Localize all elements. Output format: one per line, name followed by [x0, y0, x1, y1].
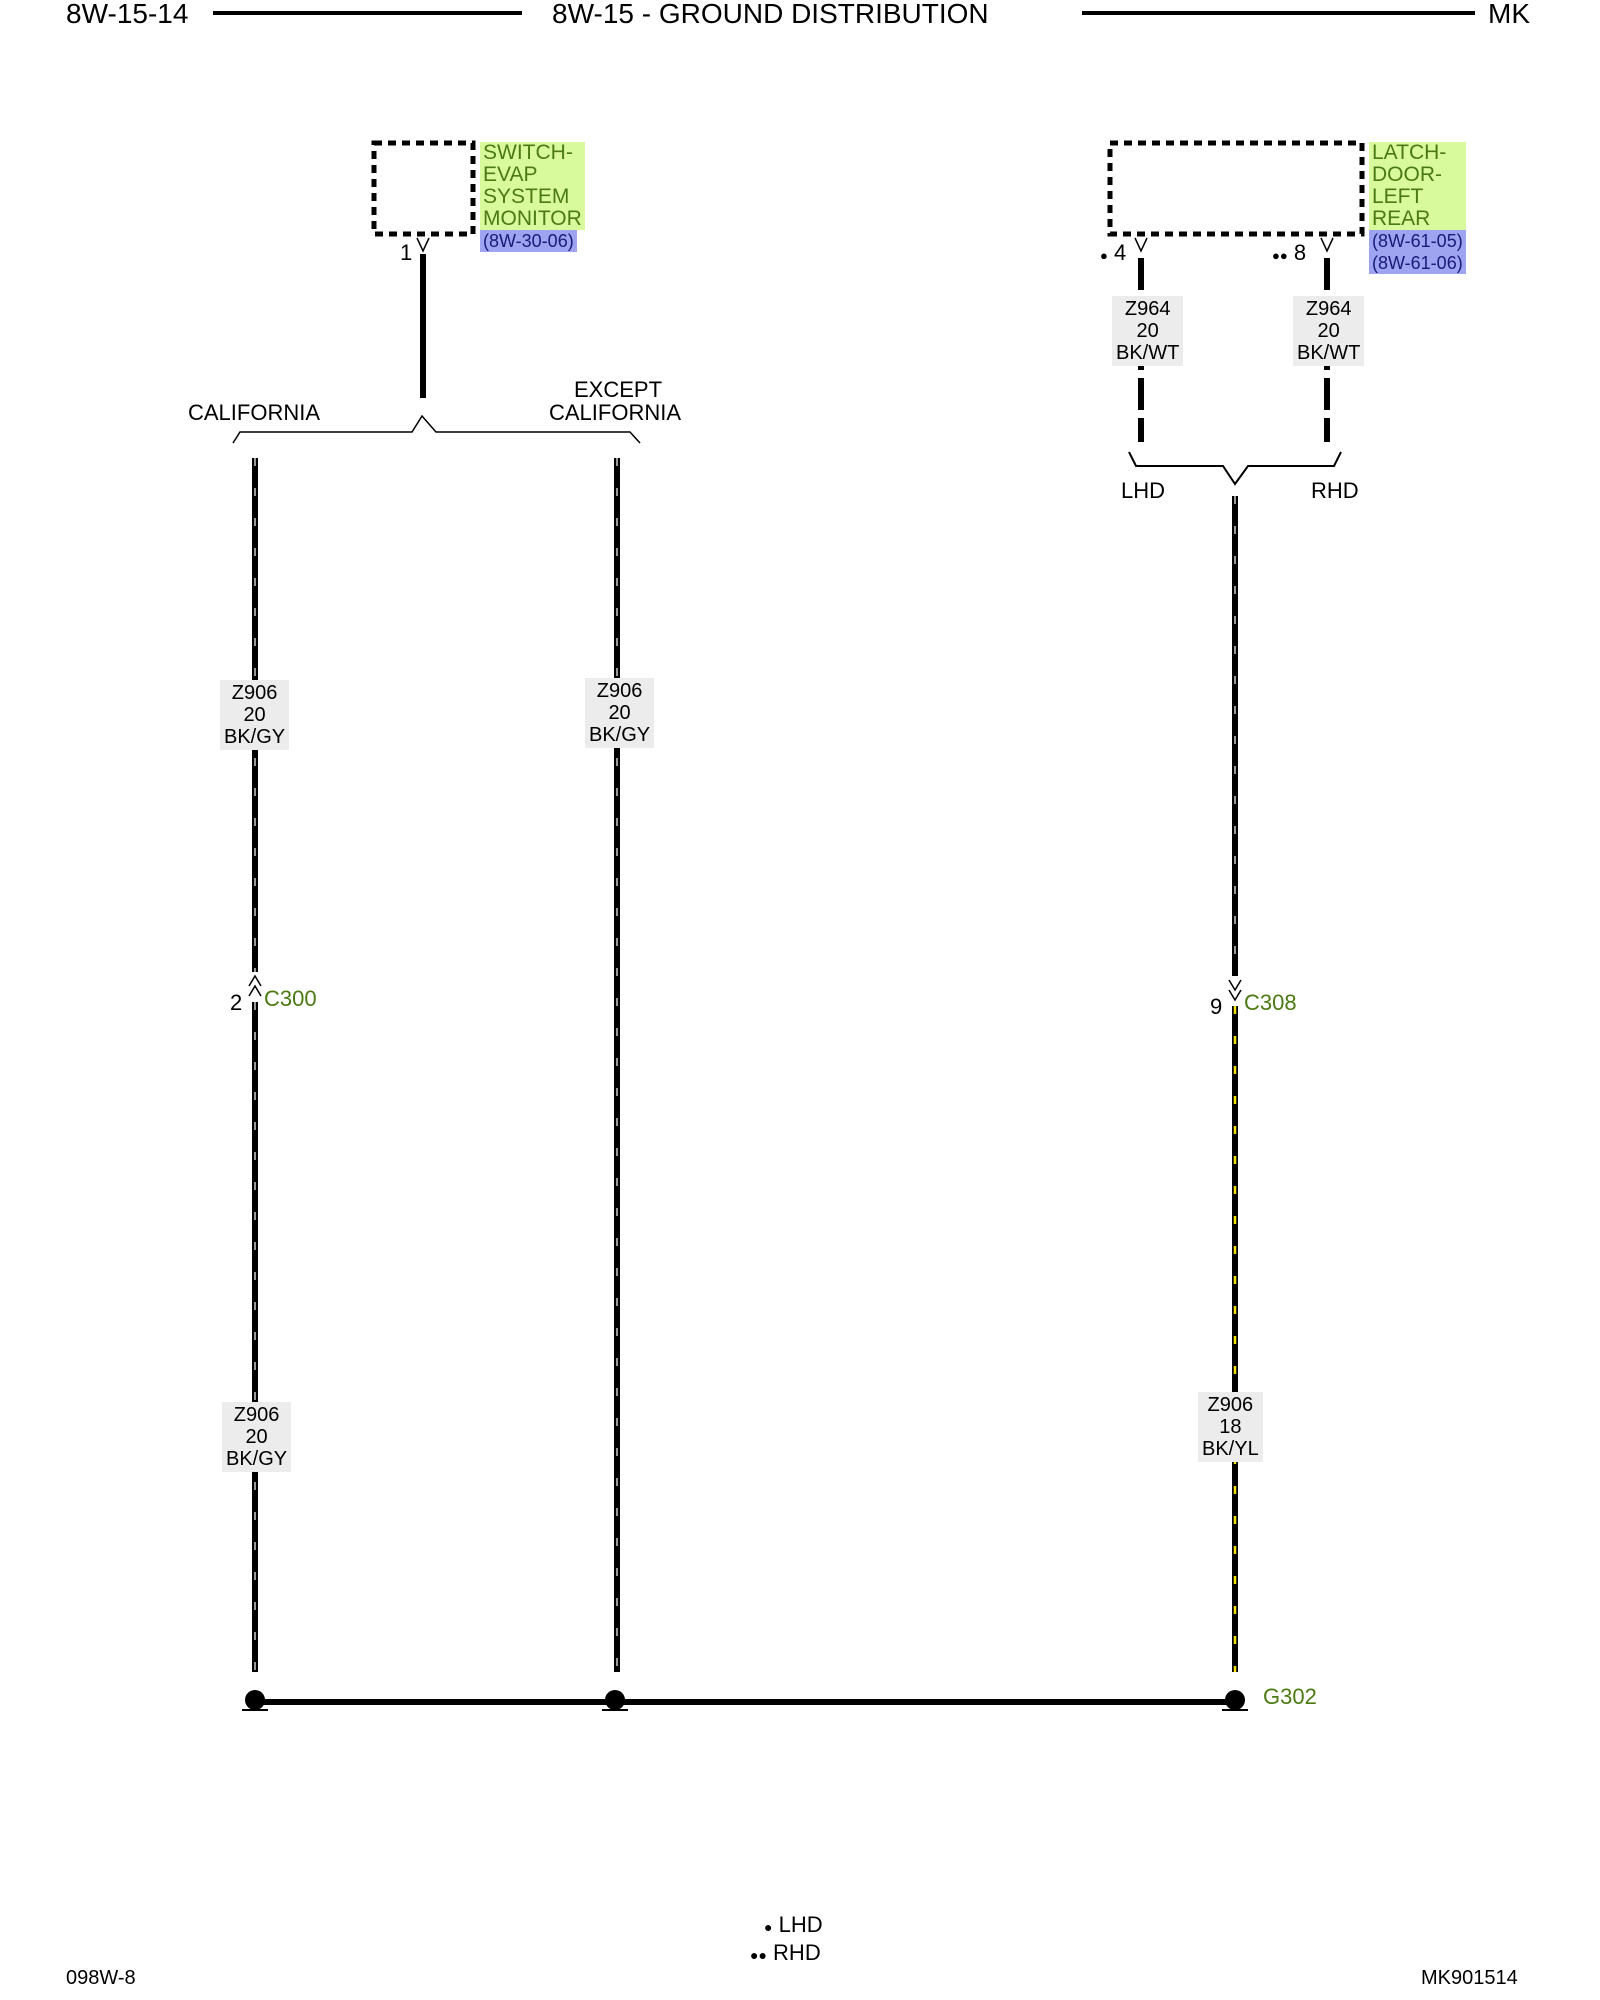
latch-pin4-terminal	[1134, 237, 1148, 253]
c308-terminal-lower	[1228, 989, 1242, 1002]
latch-door-component-box	[1107, 140, 1365, 237]
option-except-line-2: CALIFORNIA	[549, 400, 682, 425]
ground-splice-g302	[1225, 1690, 1245, 1710]
wire-circuit: Z906	[596, 680, 643, 702]
latch-page-ref-2[interactable]: (8W-61-06)	[1369, 252, 1466, 274]
option-lhd-label: LHD	[1121, 478, 1166, 503]
latch-pin4-marker: ● 4	[1100, 242, 1126, 264]
latch-pin4-number: 4	[1113, 240, 1127, 265]
wire-color: BK/YL	[1202, 1438, 1259, 1460]
wire-label-z964-pin4: Z964 20 BK/WT	[1112, 296, 1184, 366]
switch-evap-label: SWITCH- EVAP SYSTEM MONITOR (8W-30-06)	[480, 142, 585, 252]
switch-name-line-4: MONITOR	[480, 208, 585, 230]
legend-lhd-symbol: ●	[764, 1919, 773, 1935]
latch-name-line-2: DOOR-	[1369, 164, 1466, 186]
connector-c300-label[interactable]: C300	[264, 986, 317, 1011]
latch-page-ref-1[interactable]: (8W-61-05)	[1369, 230, 1466, 252]
option-california-label: CALIFORNIA	[188, 400, 321, 425]
footer-right-code: MK901514	[1421, 1967, 1518, 1989]
wire-gauge: 20	[243, 704, 266, 726]
legend-lhd-text: LHD	[778, 1912, 823, 1937]
wire-gauge: 20	[1136, 320, 1159, 342]
wire-color: BK/GY	[226, 1448, 288, 1470]
option-rhd-label: RHD	[1311, 478, 1359, 503]
latch-name-line-3: LEFT	[1369, 186, 1466, 208]
wire-label-z906-right: Z906 18 BK/YL	[1198, 1392, 1263, 1462]
legend-rhd-symbol: ●●	[750, 1947, 767, 1963]
switch-name-line-3: SYSTEM	[480, 186, 585, 208]
wire-color: BK/GY	[224, 726, 286, 748]
wire-circuit: Z906	[1207, 1394, 1254, 1416]
switch-evap-component-box	[371, 140, 476, 237]
wire-circuit: Z906	[231, 682, 278, 704]
wire-circuit: Z964	[1305, 298, 1352, 320]
page-number-left: 8W-15-14	[66, 0, 189, 29]
switch-page-ref[interactable]: (8W-30-06)	[480, 230, 577, 252]
footer-left-code: 098W-8	[66, 1967, 136, 1989]
wire-gauge: 20	[1317, 320, 1340, 342]
wire-label-z906-california-lower: Z906 20 BK/GY	[222, 1402, 292, 1472]
wire-circuit: Z964	[1124, 298, 1171, 320]
wire-color: BK/WT	[1116, 342, 1180, 364]
ground-g302-label[interactable]: G302	[1263, 1684, 1317, 1709]
ground-splice-california	[245, 1690, 265, 1710]
latch-name-line-1: LATCH-	[1369, 142, 1466, 164]
latch-name-line-4: REAR	[1369, 208, 1466, 230]
switch-name-line-2: EVAP	[480, 164, 585, 186]
c300-pin-number: 2	[230, 990, 243, 1015]
c308-terminal-upper	[1228, 979, 1242, 992]
latch-pin8-terminal	[1320, 237, 1334, 253]
c300-terminal-upper	[248, 974, 262, 987]
wire-circuit: Z906	[233, 1404, 280, 1426]
option-brace-lhd-rhd	[1128, 451, 1342, 486]
c308-pin-number: 9	[1210, 994, 1223, 1019]
wire-gauge: 20	[245, 1426, 268, 1448]
latch-pin8-marker: ●● 8	[1272, 242, 1306, 264]
page-vehicle-code: MK	[1488, 0, 1530, 29]
page-title: 8W-15 - GROUND DISTRIBUTION	[552, 0, 989, 29]
switch-pin-number: 1	[400, 240, 413, 265]
wire-color: BK/WT	[1297, 342, 1361, 364]
option-except-line-1: EXCEPT	[574, 377, 663, 402]
c300-terminal-lower	[248, 984, 262, 997]
connector-c308-label[interactable]: C308	[1244, 990, 1297, 1015]
latch-pin8-number: 8	[1293, 240, 1307, 265]
wire-label-z906-california-upper: Z906 20 BK/GY	[220, 680, 290, 750]
rhd-dots: ●●	[1272, 248, 1288, 263]
switch-pin-terminal	[416, 237, 430, 253]
wire-color: BK/GY	[589, 724, 651, 746]
legend-lhd: ● LHD	[764, 1914, 823, 1936]
switch-name-line-1: SWITCH-	[480, 142, 585, 164]
legend-rhd: ●● RHD	[750, 1942, 821, 1964]
wire-gauge: 20	[608, 702, 631, 724]
wire-gauge: 18	[1219, 1416, 1242, 1438]
wire-label-z964-pin8: Z964 20 BK/WT	[1293, 296, 1365, 366]
ground-splice-except	[605, 1690, 625, 1710]
option-brace-california	[232, 414, 641, 444]
latch-door-label: LATCH- DOOR- LEFT REAR (8W-61-05) (8W-61…	[1369, 142, 1466, 274]
legend-rhd-text: RHD	[773, 1940, 821, 1965]
wire-label-z906-except: Z906 20 BK/GY	[585, 678, 655, 748]
lhd-dot: ●	[1100, 248, 1108, 263]
